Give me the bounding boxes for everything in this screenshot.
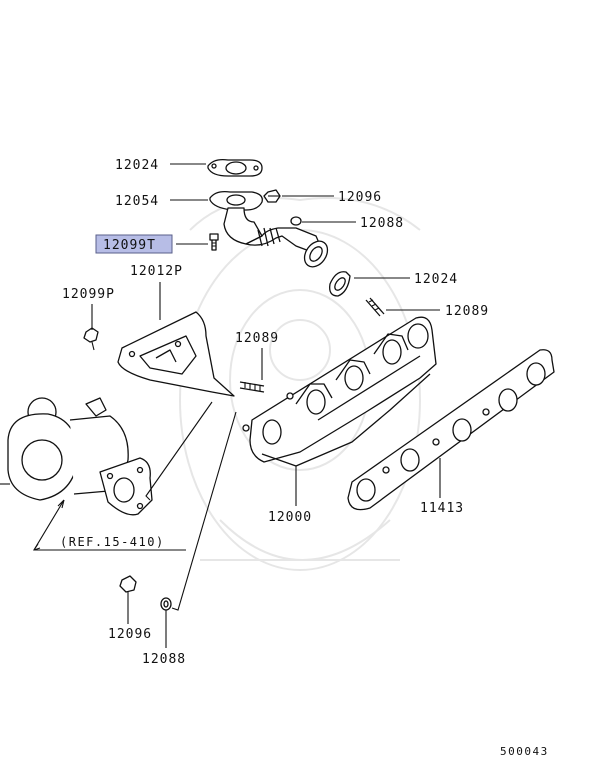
label-12096-bottom[interactable]: 12096: [108, 627, 152, 642]
nut-12096-bottom[interactable]: [119, 575, 137, 593]
label-12024-mid[interactable]: 12024: [414, 272, 458, 287]
label-12099T[interactable]: 12099T: [103, 238, 156, 253]
washer-12088-top[interactable]: [290, 216, 302, 226]
label-12054[interactable]: 12054: [115, 194, 159, 209]
reference-label[interactable]: (REF.15-410): [60, 535, 165, 549]
label-12012P[interactable]: 12012P: [130, 264, 183, 279]
leader-lines: [33, 163, 441, 648]
label-12088-bottom[interactable]: 12088: [142, 652, 186, 667]
gasket-11413[interactable]: [347, 349, 555, 511]
label-12000[interactable]: 12000: [268, 510, 312, 525]
label-11413[interactable]: 11413: [420, 501, 464, 516]
label-12088-top[interactable]: 12088: [360, 216, 404, 231]
stud-12089-left[interactable]: [239, 381, 265, 393]
selected-part-highlight: [95, 234, 173, 254]
stud-12089-right[interactable]: [365, 297, 385, 317]
bolt-12099P[interactable]: [83, 327, 99, 351]
label-12089-left[interactable]: 12089: [235, 331, 279, 346]
label-12099P[interactable]: 12099P: [62, 287, 115, 302]
part-labels: 12024 12054 12096 12088 12099T 12012P 12…: [60, 158, 549, 758]
diagram-code: 500043: [500, 745, 549, 758]
bolt-12099T[interactable]: [209, 233, 219, 251]
label-12024-top[interactable]: 12024: [115, 158, 159, 173]
turbocharger[interactable]: [0, 397, 153, 516]
label-12089-right[interactable]: 12089: [445, 304, 489, 319]
nut-12096-top[interactable]: [263, 189, 281, 203]
label-12096-top[interactable]: 12096: [338, 190, 382, 205]
gasket-12024-top[interactable]: [207, 158, 263, 177]
pipe-12054[interactable]: [209, 190, 332, 272]
washer-12088-bottom[interactable]: [160, 597, 172, 611]
gasket-12024-mid[interactable]: [329, 271, 351, 297]
exhaust-manifold-12000[interactable]: [242, 316, 437, 467]
heat-shield-12012P[interactable]: [117, 311, 235, 397]
